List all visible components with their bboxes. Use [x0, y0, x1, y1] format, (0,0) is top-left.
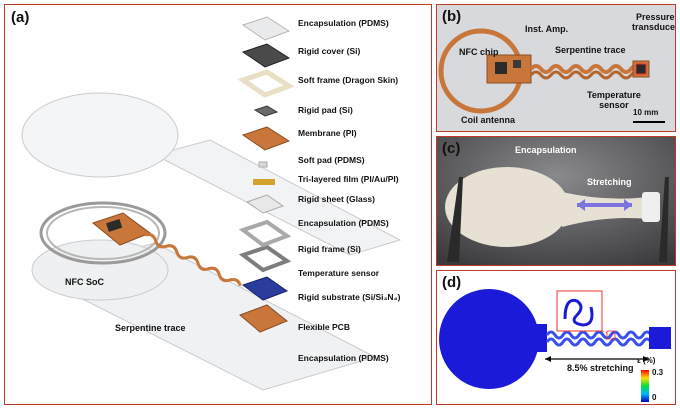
top-encapsulation-arm [153, 139, 402, 256]
nfc-chip-shape [495, 62, 507, 74]
simulated-serpentine [545, 330, 653, 340]
nfc-soc-label: NFC SoC [65, 277, 104, 287]
stretching-photo [437, 137, 675, 265]
panel-a-label: (a) [11, 9, 30, 26]
encapsulated-disk [445, 167, 569, 247]
colorbar-max: 0.3 [652, 368, 664, 377]
layer-label-10: Temperature sensor [298, 268, 380, 278]
layer-label-2: Soft frame (Dragon Skin) [298, 75, 399, 85]
nfc-soc-chip [106, 219, 123, 232]
layer-label-5: Soft pad (PDMS) [298, 155, 365, 165]
serpentine-trace-label-b: Serpentine trace [555, 45, 626, 55]
clamp-pad [642, 192, 660, 222]
serpentine-trace-photo-2 [529, 70, 643, 80]
panel-d-label: (d) [442, 274, 462, 291]
panel-c-label: (c) [442, 140, 461, 157]
layer-label-8: Encapsulation (PDMS) [298, 218, 389, 228]
rigid-frame-shape [238, 244, 292, 273]
tweezer-right [659, 177, 669, 262]
serpentine-trace-shape [144, 232, 242, 287]
layer-label-12: Flexible PCB [298, 322, 350, 332]
top-encapsulation-square [241, 16, 291, 41]
tri-layer-film-shape [253, 179, 275, 185]
panel-c-photo: (c) Encapsulation Stretching [436, 136, 676, 266]
coil-antenna-ring [39, 201, 167, 265]
layer-label-13: Encapsulation (PDMS) [298, 353, 389, 363]
panel-d-simulation: (d) 8.5% stretching ε (%) 0.3 0 [436, 270, 676, 405]
inset-serpentine [563, 298, 594, 327]
rigid-pad-shape [253, 105, 279, 117]
layer-label-7: Rigid sheet (Glass) [298, 194, 375, 204]
layer-label-11: Rigid substrate (Si/Si₃N₄) [298, 292, 401, 302]
layer-label-9: Rigid frame (Si) [298, 244, 361, 254]
encapsulation-frame-shape [238, 219, 292, 248]
layer-label-1: Rigid cover (Si) [298, 46, 361, 56]
serpentine-trace-photo [529, 64, 643, 74]
simulated-serpentine-2 [545, 337, 653, 347]
temperature-sensor-label: Temperature sensor [587, 90, 641, 110]
colorbar-title: ε (%) [637, 356, 656, 365]
layer-label-0: Encapsulation (PDMS) [298, 18, 389, 28]
scale-bar-label: 10 mm [633, 108, 659, 117]
layer-label-3: Rigid pad (Si) [298, 105, 353, 115]
membrane-shape [241, 126, 291, 151]
strain-simulation [439, 289, 671, 402]
panel-a-exploded-view: (a) Encapsulation (PDMS) Rigid cover (Si… [4, 4, 432, 405]
pressure-transducer-shape [635, 63, 647, 75]
tweezer-left [447, 177, 463, 262]
panel-b-photo: (b) NFC chip Inst. Amp. Pressure transdu… [436, 4, 676, 132]
rigid-cover-shape [241, 43, 291, 68]
exploded-diagram [21, 16, 402, 391]
soft-pad-shape [258, 161, 268, 168]
rigid-sheet-shape [245, 194, 285, 214]
encapsulation-label-c: Encapsulation [515, 145, 577, 155]
simulated-disk [439, 289, 539, 389]
simulated-sensor-pad [649, 327, 671, 349]
simulated-neck [533, 324, 547, 352]
colorbar-min: 0 [652, 393, 657, 402]
layer-label-6: Tri-layered film (PI/Au/PI) [298, 174, 399, 184]
nfc-chip-label: NFC chip [459, 47, 499, 57]
pressure-transducer-label: Pressure transducer [632, 12, 676, 32]
rigid-substrate-shape [241, 276, 289, 301]
soft-frame-shape [237, 69, 295, 98]
colorbar [641, 370, 649, 402]
inst-amp-shape [513, 60, 521, 68]
serpentine-trace-label: Serpentine trace [115, 323, 186, 333]
inst-amp-label: Inst. Amp. [525, 24, 569, 34]
coil-antenna-label: Coil antenna [461, 115, 516, 125]
coil-antenna-ring-inner [46, 206, 160, 260]
zoom-region-marker [606, 330, 616, 340]
stretching-label: Stretching [587, 177, 632, 187]
device-photo [438, 28, 665, 123]
pcb-pad [239, 304, 288, 333]
panel-b-label: (b) [442, 8, 462, 25]
stretch-percent-label: 8.5% stretching [567, 363, 634, 373]
pcb-board [486, 54, 532, 84]
layer-label-4: Membrane (PI) [298, 128, 357, 138]
top-encapsulation-disk [21, 92, 179, 178]
